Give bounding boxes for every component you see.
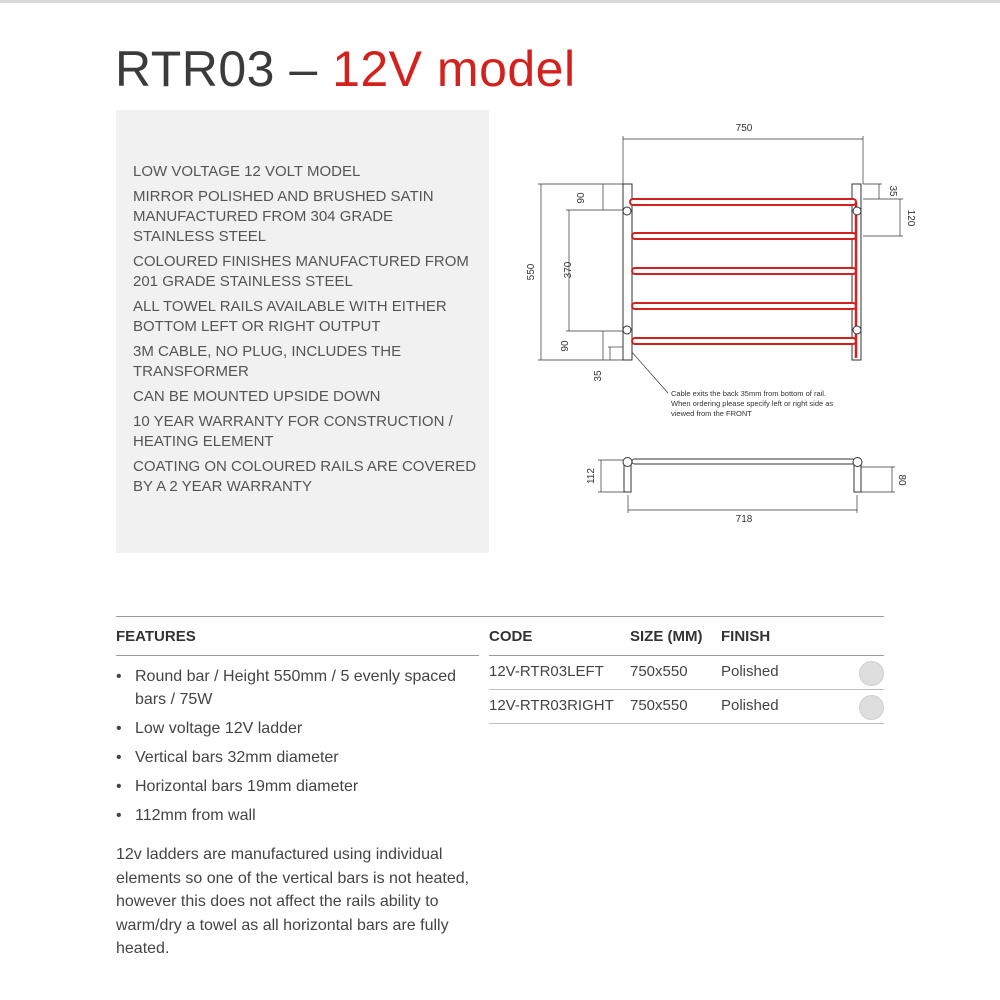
cable-note-line: When ordering please specify left or rig…: [671, 399, 833, 408]
spec-item: CAN BE MOUNTED UPSIDE DOWN: [133, 388, 381, 405]
table-header: CODE SIZE (MM) FINISH: [489, 628, 884, 655]
row-finish: Polished: [721, 663, 779, 680]
heated-element: [629, 198, 858, 358]
features-heading: FEATURES: [116, 628, 196, 645]
page-title: RTR03 – 12V model: [115, 40, 576, 98]
finish-swatch: [859, 695, 884, 720]
feature-item: Round bar / Height 550mm / 5 evenly spac…: [116, 665, 486, 711]
features-list: Round bar / Height 550mm / 5 evenly spac…: [116, 665, 486, 833]
features-divider: [116, 655, 479, 656]
dim-cable: 35: [593, 370, 604, 382]
header-code: CODE: [489, 628, 533, 645]
top-border: [0, 0, 1000, 3]
dim-right-top: 35: [887, 185, 898, 197]
spec-item: COLOURED FINISHES MANUFACTURED FROM 201 …: [133, 253, 469, 290]
features-note: 12v ladders are manufactured using indiv…: [116, 846, 470, 957]
dim-side-width: 718: [736, 514, 753, 525]
spec-item: LOW VOLTAGE 12 VOLT MODEL: [133, 163, 361, 180]
title-model: RTR03 –: [115, 41, 333, 97]
dim-side-depth: 112: [586, 468, 597, 484]
feature-item: Low voltage 12V ladder: [116, 717, 486, 740]
row-code: 12V-RTR03LEFT: [489, 663, 604, 680]
dim-top: 90: [576, 192, 587, 204]
spec-list: LOW VOLTAGE 12 VOLT MODEL MIRROR POLISHE…: [133, 162, 478, 502]
feature-item: Vertical bars 32mm diameter: [116, 746, 486, 769]
section-divider: [116, 616, 884, 617]
row-code: 12V-RTR03RIGHT: [489, 697, 614, 714]
product-table: CODE SIZE (MM) FINISH 12V-RTR03LEFT 750x…: [489, 628, 884, 724]
row-finish: Polished: [721, 697, 779, 714]
header-finish: FINISH: [721, 628, 771, 645]
table-header-divider: [489, 655, 884, 656]
header-size: SIZE (MM): [630, 628, 703, 645]
dim-side-bracket: 80: [896, 474, 907, 486]
table-row: 12V-RTR03LEFT 750x550 Polished: [489, 656, 884, 690]
spec-item: MIRROR POLISHED AND BRUSHED SATIN MANUFA…: [133, 188, 434, 245]
spec-item: COATING ON COLOURED RAILS ARE COVERED BY…: [133, 458, 477, 495]
feature-item: Horizontal bars 19mm diameter: [116, 775, 486, 798]
spec-panel: [116, 110, 489, 553]
dim-width: 750: [736, 123, 753, 134]
side-view: [622, 457, 863, 493]
title-variant: 12V model: [332, 41, 576, 97]
technical-drawing: 750 550 370 90 90 35 35 120 Cable exits …: [526, 123, 916, 525]
dim-bottom: 90: [560, 340, 571, 352]
cable-note-line: viewed from the FRONT: [671, 409, 752, 418]
dim-height: 550: [526, 263, 537, 280]
table-row: 12V-RTR03RIGHT 750x550 Polished: [489, 690, 884, 724]
feature-item: 112mm from wall: [116, 804, 486, 827]
spec-item: ALL TOWEL RAILS AVAILABLE WITH EITHER BO…: [133, 298, 447, 335]
spec-item: 3M CABLE, NO PLUG, INCLUDES THE TRANSFOR…: [133, 343, 402, 380]
row-size: 750x550: [630, 697, 688, 714]
row-size: 750x550: [630, 663, 688, 680]
cable-note-line: Cable exits the back 35mm from bottom of…: [671, 389, 826, 398]
finish-swatch: [859, 661, 884, 686]
dim-inner: 370: [563, 261, 574, 278]
dim-right-spacing: 120: [905, 210, 916, 227]
spec-item: 10 YEAR WARRANTY FOR CONSTRUCTION / HEAT…: [133, 413, 453, 450]
